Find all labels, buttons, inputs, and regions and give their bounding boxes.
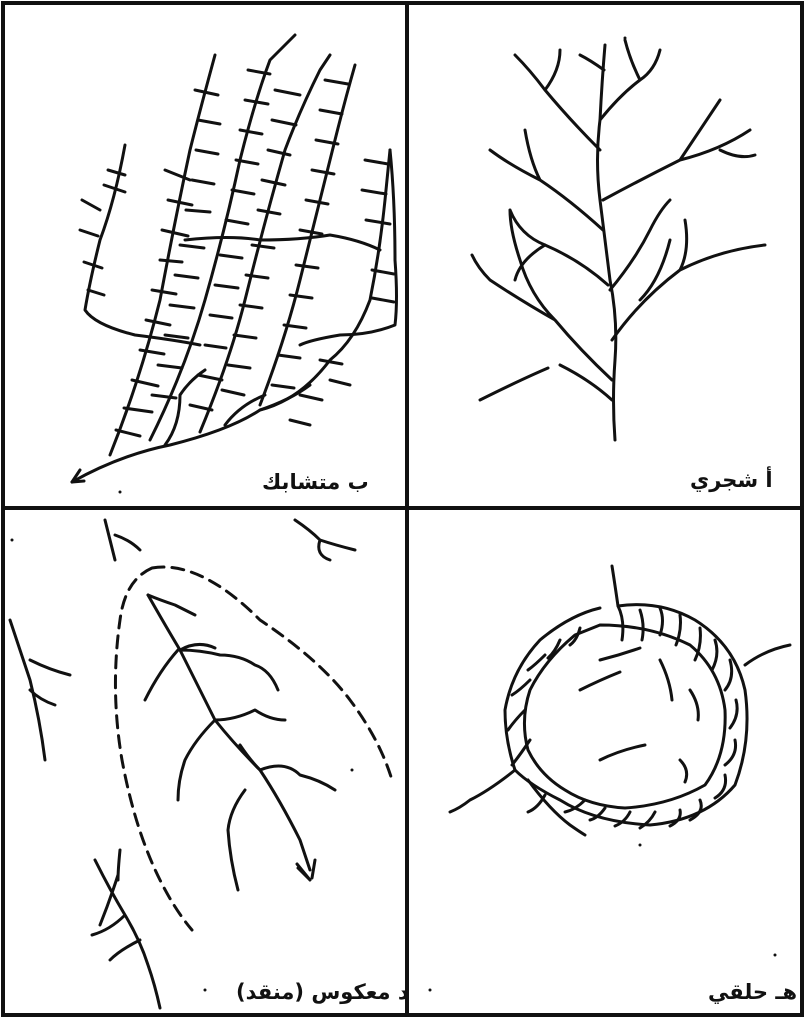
trellis-short-tributaries bbox=[80, 70, 394, 436]
panel-reversed-pattern bbox=[10, 520, 392, 1008]
panel-annular-pattern bbox=[450, 566, 790, 835]
trellis-main-streams bbox=[72, 35, 397, 482]
panel-label-reversed: د معكوس (منقد) bbox=[236, 980, 409, 1004]
panel-label-dendritic: أ شجري bbox=[690, 468, 773, 492]
panel-label-annular: هـ حلقي bbox=[708, 980, 797, 1004]
panel-dendritic-pattern bbox=[472, 40, 765, 440]
dendritic-branches bbox=[472, 40, 765, 400]
reversed-outlet-arrow bbox=[297, 860, 315, 880]
panel-trellis-pattern bbox=[72, 35, 397, 482]
annular-outer-ring bbox=[505, 605, 747, 825]
panel-label-trellis: ب متشابك bbox=[262, 470, 369, 494]
reversed-dashed-boundary bbox=[115, 567, 392, 930]
